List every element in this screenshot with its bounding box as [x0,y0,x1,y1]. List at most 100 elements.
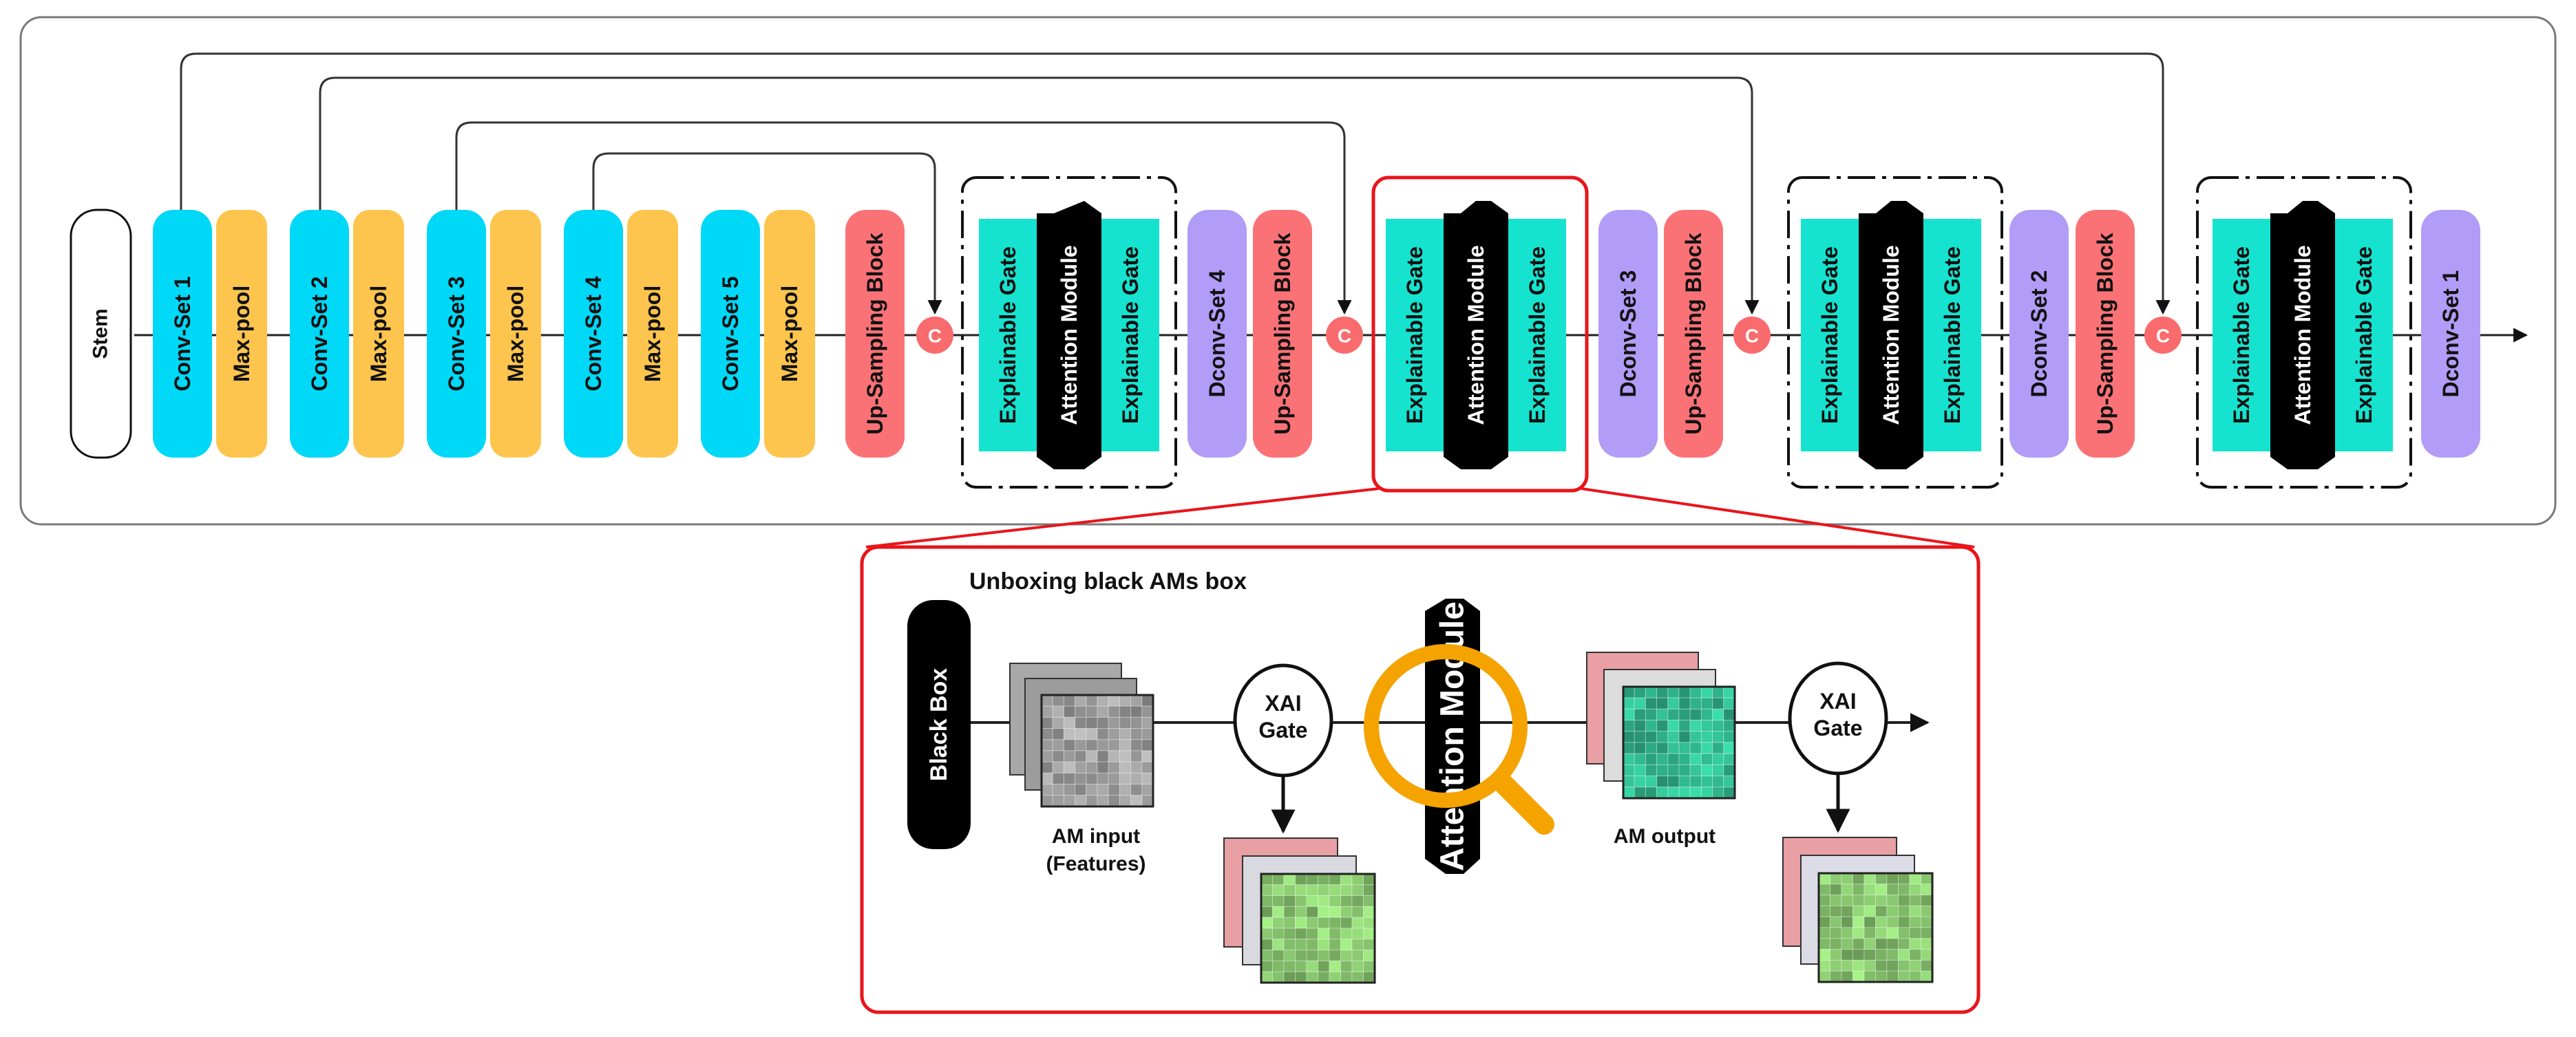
magnifier-icon [1364,644,1554,835]
explainable-gate-label: Explainable Gate [1525,246,1550,424]
dconv-set-label: Dconv-Set 4 [1205,270,1229,397]
am-output-label: AM output [1614,825,1715,848]
dconv-set-block [1187,210,1247,458]
explainable-gate-block [1923,219,1981,451]
skip-connection-2 [319,76,1760,315]
up-sampling-block [1664,210,1723,458]
skip-connection-3 [455,121,1352,315]
am-input-feature-maps [1009,663,1154,808]
explainable-gate-block [1801,219,1859,451]
up-sampling-block [2076,210,2135,458]
explainable-gate-block [979,219,1037,451]
max-pool-block [490,210,541,458]
concat-node [2144,317,2182,354]
concat-label: C [1338,325,1351,347]
conv-set-block [153,210,212,458]
skip-connections [180,52,2171,315]
explainable-gate-block [1386,219,1444,451]
attention-module-label: Attention Module [2290,245,2315,425]
feature-map-texture [1623,686,1735,799]
concat-label: C [1745,325,1759,347]
concat-label: C [2156,325,2170,347]
max-pool-block [216,210,267,458]
max-pool-label: Max-pool [503,286,528,382]
decoder-stage-4: Up-Sampling Block C Explainable Gate Exp… [845,201,1247,469]
conv-set-label: Conv-Set 5 [718,276,743,391]
conv-set-label: Conv-Set 1 [170,276,195,391]
conv-set-block [427,210,486,458]
dconv-set-block [2421,210,2480,458]
conv-set-label: Conv-Set 2 [307,276,332,391]
encoder-stage-3: Conv-Set 3 Max-pool [427,210,541,458]
up-sampling-label: Up-Sampling Block [2093,233,2118,435]
attention-module-label: Attention Module [1057,245,1081,425]
gate-group-frame-4 [2196,176,2412,489]
concat-label: C [928,325,942,347]
xai-gate-sublabel: Gate [1258,718,1307,742]
conv-set-label: Conv-Set 3 [444,276,469,391]
xai-gate-label: XAI [1819,689,1856,714]
conv-set-block [701,210,760,458]
conv-set-block [290,210,349,458]
explainable-gate-label: Explainable Gate [995,246,1020,424]
conv-set-block [564,210,623,458]
explainable-gate-block [2335,219,2393,451]
max-pool-label: Max-pool [777,286,802,382]
attention-module-block [1859,201,1923,469]
up-sampling-label: Up-Sampling Block [863,233,887,435]
explainable-gate-block [1508,219,1566,451]
am-input-sublabel: (Features) [1046,853,1146,875]
xai-gate-1-output-maps [1223,837,1376,984]
max-pool-block [764,210,815,458]
up-sampling-label: Up-Sampling Block [1270,233,1295,435]
max-pool-label: Max-pool [366,286,391,382]
concat-node [916,317,953,354]
stem-block: Stem [70,209,132,459]
encoder-stage-2: Conv-Set 2 Max-pool [290,210,404,458]
dconv-set-label: Dconv-Set 1 [2438,270,2463,398]
concat-node [1733,317,1771,354]
explainable-gate-label: Explainable Gate [1817,246,1842,424]
main-frame [19,16,2557,526]
gate-group-frame-3 [1787,176,2003,489]
explainable-gate-block [1101,219,1159,451]
explainable-gate-label: Explainable Gate [2229,246,2254,424]
am-output-feature-maps [1586,652,1736,800]
am-input-label: AM input [1052,825,1140,848]
conv-set-label: Conv-Set 4 [581,276,606,391]
inset-attention-module-label: Attention Module [1435,601,1471,871]
attention-module-block [2270,201,2335,469]
dconv-set-label: Dconv-Set 2 [2027,270,2051,398]
concat-node [1326,317,1363,354]
xai-gate-label: XAI [1265,691,1301,716]
feature-map-texture [1041,694,1154,807]
up-sampling-block [845,210,905,458]
max-pool-block [627,210,678,458]
explainable-gate-label: Explainable Gate [1940,246,1965,424]
feature-map-texture [1260,873,1375,983]
decoder-stage-2: Up-Sampling Block C Explainable Gate Exp… [1664,201,2069,469]
encoder-stage-4: Conv-Set 4 Max-pool [564,210,678,458]
encoder-stage-1: Conv-Set 1 Max-pool [153,210,267,458]
highlighted-gate-group-frame [1371,175,1589,493]
inset-frame [860,545,1981,1014]
skip-connection-4 [592,152,942,315]
attention-module-block [1444,201,1508,469]
attention-module-label: Attention Module [1879,245,1903,425]
up-sampling-block [1253,210,1312,458]
explainable-gate-label: Explainable Gate [2352,246,2376,424]
black-box-block [907,600,971,849]
skip-connection-1 [180,52,2171,315]
encoder-stage-5: Conv-Set 5 Max-pool [701,210,815,458]
gate-group-frame-1 [961,176,1177,489]
max-pool-label: Max-pool [229,286,254,382]
dconv-set-block [2009,210,2069,458]
explainable-gate-label: Explainable Gate [1402,246,1427,424]
up-sampling-label: Up-Sampling Block [1681,233,1706,435]
dconv-set-label: Dconv-Set 3 [1616,270,1640,398]
black-box-label: Black Box [926,668,952,781]
max-pool-label: Max-pool [640,286,665,382]
max-pool-block [353,210,404,458]
stem-label: Stem [89,308,112,359]
zoom-connector [865,487,1975,548]
